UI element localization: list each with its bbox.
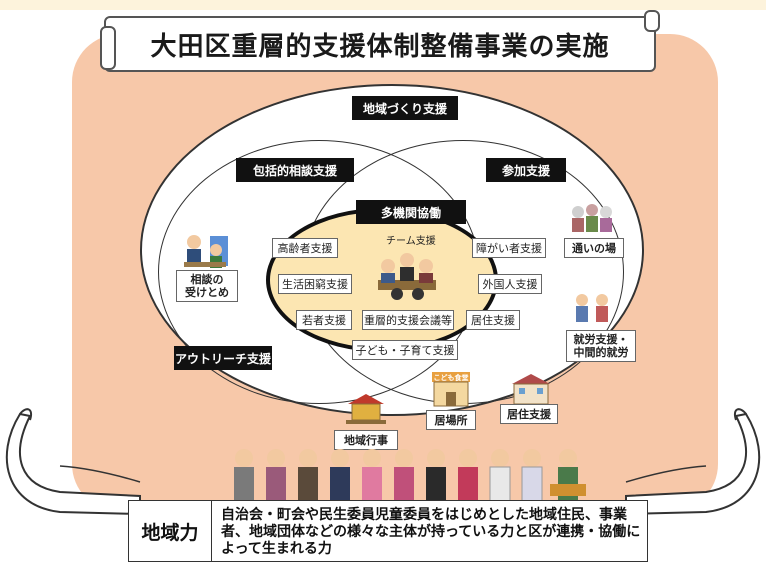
top-band bbox=[0, 0, 766, 10]
kayoi-label: 通いの場 bbox=[564, 238, 624, 258]
outreach-label: アウトリーチ支援 bbox=[174, 346, 272, 370]
team-meeting-icon bbox=[378, 253, 436, 300]
scroll-curl-right bbox=[644, 10, 660, 32]
left-support-3: 若者支援 bbox=[296, 310, 352, 330]
bottom-support: 子ども・子育て支援 bbox=[352, 340, 458, 360]
employment-icon bbox=[576, 294, 608, 322]
title-scroll: 大田区重層的支援体制整備事業の実施 bbox=[100, 10, 660, 72]
left-support-1: 高齢者支援 bbox=[272, 238, 338, 258]
center-label: 多機関協働 bbox=[356, 200, 466, 224]
consultation-label: 相談の 受けとめ bbox=[176, 270, 238, 302]
right-circle-label: 参加支援 bbox=[486, 158, 566, 182]
community-power-label: 地域力 bbox=[129, 501, 212, 561]
right-support-3: 居住支援 bbox=[466, 310, 520, 330]
community-power-text: 自治会・町会や民生委員児童委員をはじめとした地域住民、事業者、地域団体などの様々… bbox=[221, 507, 641, 557]
kodomo-shokudo-building: こども食堂 bbox=[432, 372, 470, 407]
page-title: 大田区重層的支援体制整備事業の実施 bbox=[150, 31, 610, 62]
housing-building bbox=[512, 374, 550, 404]
left-support-2: 生活困窮支援 bbox=[278, 274, 352, 294]
center-sub-label: チーム支援 bbox=[386, 236, 436, 247]
outer-label: 地域づくり支援 bbox=[352, 96, 458, 120]
left-hand-icon bbox=[5, 408, 141, 516]
kodomo-shokudo-sign: こども食堂 bbox=[434, 373, 469, 382]
right-support-1: 障がい者支援 bbox=[472, 238, 546, 258]
scroll-curl-left bbox=[100, 26, 116, 70]
shuro-label: 就労支援・ 中間的就労 bbox=[566, 330, 636, 362]
community-power-box: 地域力 自治会・町会や民生委員児童委員をはじめとした地域住民、事業者、地域団体な… bbox=[128, 500, 648, 562]
consultation-icon bbox=[184, 235, 228, 268]
right-hand-icon bbox=[625, 408, 761, 516]
left-circle-label: 包括的相談支援 bbox=[236, 158, 354, 182]
gathering-place-icon bbox=[572, 204, 612, 232]
ibasho-label: 居場所 bbox=[426, 410, 476, 430]
meeting-box: 重層的支援会議等 bbox=[362, 310, 454, 330]
gyoji-label: 地域行事 bbox=[334, 430, 398, 450]
festival-shrine-icon bbox=[346, 394, 386, 424]
right-support-2: 外国人支援 bbox=[478, 274, 542, 294]
community-people-icon bbox=[234, 449, 586, 502]
kyoju-label: 居住支援 bbox=[500, 404, 558, 424]
